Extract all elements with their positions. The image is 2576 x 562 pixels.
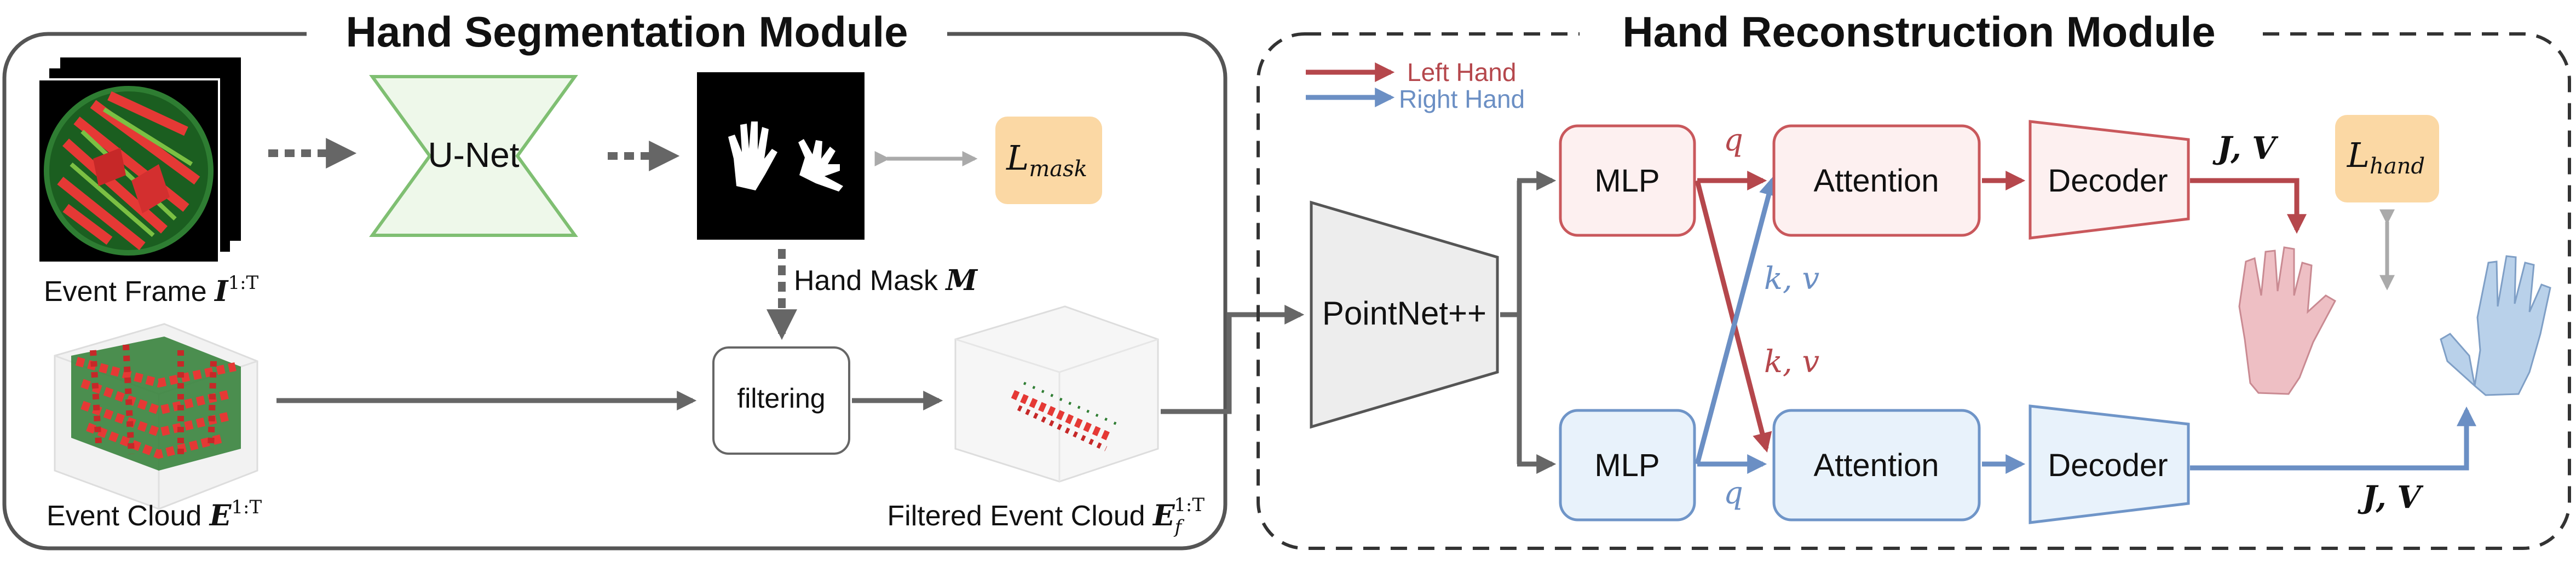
mlp-left-label: MLP — [1594, 163, 1659, 199]
pointnet-branch-line — [1500, 181, 1522, 464]
reconstruction-module: Hand Reconstruction Module Left Hand Rig… — [1257, 8, 2571, 550]
filtering-box — [712, 346, 850, 455]
event-frame-label: Event Frame I1:T — [44, 272, 259, 308]
segmentation-module-title: Hand Segmentation Module — [345, 8, 908, 56]
event-frame-stack-image — [37, 57, 241, 264]
reconstruction-module-title: Hand Reconstruction Module — [1622, 8, 2215, 56]
loss-hand-box — [2335, 115, 2439, 202]
mlp-right-label: MLP — [1594, 448, 1659, 483]
kv-left-label: k, v — [1764, 344, 1820, 380]
right-hand-mesh-image — [2440, 255, 2551, 396]
mlp-left-box — [1559, 124, 1696, 237]
loss-mask-box — [995, 117, 1102, 204]
attention-right-label: Attention — [1814, 448, 1939, 483]
q-right-label: q — [1724, 476, 1743, 511]
unet-label: U-Net — [428, 135, 519, 175]
decoder-left-output-arrow — [2190, 178, 2307, 234]
event-cloud-image — [54, 323, 258, 510]
legend-right-hand-label: Right Hand — [1399, 85, 1525, 113]
filtering-label: filtering — [737, 383, 825, 414]
jv-right-label: J, V — [2358, 479, 2424, 515]
pointnet-label: PointNet++ — [1322, 295, 1486, 332]
hand-mask-label: Hand Mask M — [794, 264, 978, 297]
filtered-event-cloud-image — [954, 305, 1159, 483]
mlp-right-kv-arrow — [1695, 176, 1779, 465]
attention-left-box — [1772, 124, 1981, 237]
loss-hand-label: Lhand — [2347, 135, 2425, 179]
q-left-label: q — [1724, 123, 1743, 158]
jv-left-label: J, V — [2212, 130, 2279, 166]
decoder-right-label: Decoder — [2048, 448, 2168, 483]
legend-left-hand-label: Left Hand — [1407, 58, 1516, 86]
mlp-left-kv-arrow — [1695, 179, 1772, 453]
pointnet-block — [1310, 200, 1499, 429]
decoder-left-block — [2028, 120, 2190, 240]
unet-block — [369, 75, 578, 237]
kv-right-label: k, v — [1764, 261, 1820, 297]
loss-mask-label: Lmask — [1006, 138, 1087, 182]
hand-mask-image — [697, 72, 865, 240]
mlp-right-box — [1559, 409, 1696, 522]
legend: Left Hand Right Hand — [1306, 58, 1525, 113]
event-cloud-label: Event Cloud E1:T — [47, 496, 262, 532]
segmentation-module: Hand Segmentation Module Event Frame I1:… — [2, 8, 1228, 551]
attention-right-box — [1772, 409, 1981, 522]
decoder-right-block — [2028, 404, 2190, 524]
left-hand-mesh-image — [2238, 246, 2337, 395]
attention-left-label: Attention — [1814, 163, 1939, 199]
filtered-event-cloud-label: Filtered Event Cloud Ef1:T — [887, 494, 1205, 538]
decoder-left-label: Decoder — [2048, 163, 2168, 199]
decoder-right-output-arrow — [2190, 406, 2476, 471]
filtered-to-pointnet-arrow — [1161, 305, 1305, 414]
